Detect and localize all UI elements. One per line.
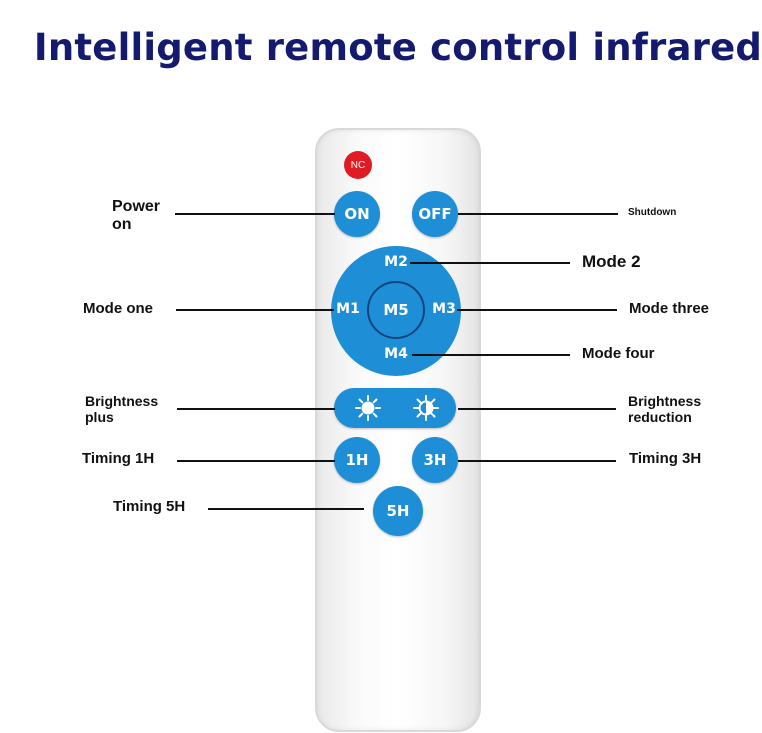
shutdown-label: Shutdown <box>628 207 677 218</box>
page-title: Intelligent remote control infrared <box>33 26 762 69</box>
leader-line-mode-one <box>176 309 334 311</box>
leader-line-timing-3h <box>458 460 616 462</box>
timing-3h-label: Timing 3H <box>629 450 702 467</box>
leader-line-power-on <box>175 213 335 215</box>
timing-1h-label: Timing 1H <box>82 450 155 467</box>
brightness-reduction-label-line2: reduction <box>628 409 692 426</box>
leader-line-shutdown <box>458 213 618 215</box>
timing-1h-button[interactable]: 1H <box>334 437 380 483</box>
leader-line-timing-1h <box>177 460 335 462</box>
leader-line-brightness-reduction <box>458 408 616 410</box>
mode-three-label: Mode three <box>629 300 710 317</box>
power-on-label-line2: on <box>112 216 132 234</box>
brightness-reduction-label: Brightness reduction <box>628 393 701 425</box>
m1-button[interactable]: M1 <box>336 301 360 317</box>
mode-four-label: Mode four <box>582 345 655 362</box>
brightness-plus-label: Brightness plus <box>85 393 158 425</box>
off-button[interactable]: OFF <box>412 191 458 237</box>
brightness-reduction-label-line1: Brightness <box>628 393 702 409</box>
brightness-plus-label-line2: plus <box>85 409 114 426</box>
leader-line-mode-four <box>412 354 570 356</box>
half-sun-icon[interactable] <box>412 394 440 422</box>
sun-icon[interactable] <box>354 394 382 422</box>
m5-button[interactable]: M5 <box>367 281 425 339</box>
m3-button[interactable]: M3 <box>432 301 456 317</box>
m4-button[interactable]: M4 <box>384 346 408 362</box>
timing-3h-button[interactable]: 3H <box>412 437 458 483</box>
mode-2-label: Mode 2 <box>582 252 641 271</box>
leader-line-mode-three <box>457 309 617 311</box>
leader-line-mode-2 <box>410 262 570 264</box>
mode-one-label: Mode one <box>83 300 153 317</box>
nc-button[interactable]: NC <box>344 151 372 179</box>
brightness-plus-label-line1: Brightness <box>85 393 159 409</box>
leader-line-brightness-plus <box>177 408 335 410</box>
on-button[interactable]: ON <box>334 191 380 237</box>
m2-button[interactable]: M2 <box>384 254 408 270</box>
timing-5h-label: Timing 5H <box>113 498 186 515</box>
power-on-label-line1: Power <box>112 198 161 215</box>
leader-line-timing-5h <box>208 508 364 510</box>
timing-5h-button[interactable]: 5H <box>373 486 423 536</box>
power-on-label: Power on <box>112 198 160 235</box>
